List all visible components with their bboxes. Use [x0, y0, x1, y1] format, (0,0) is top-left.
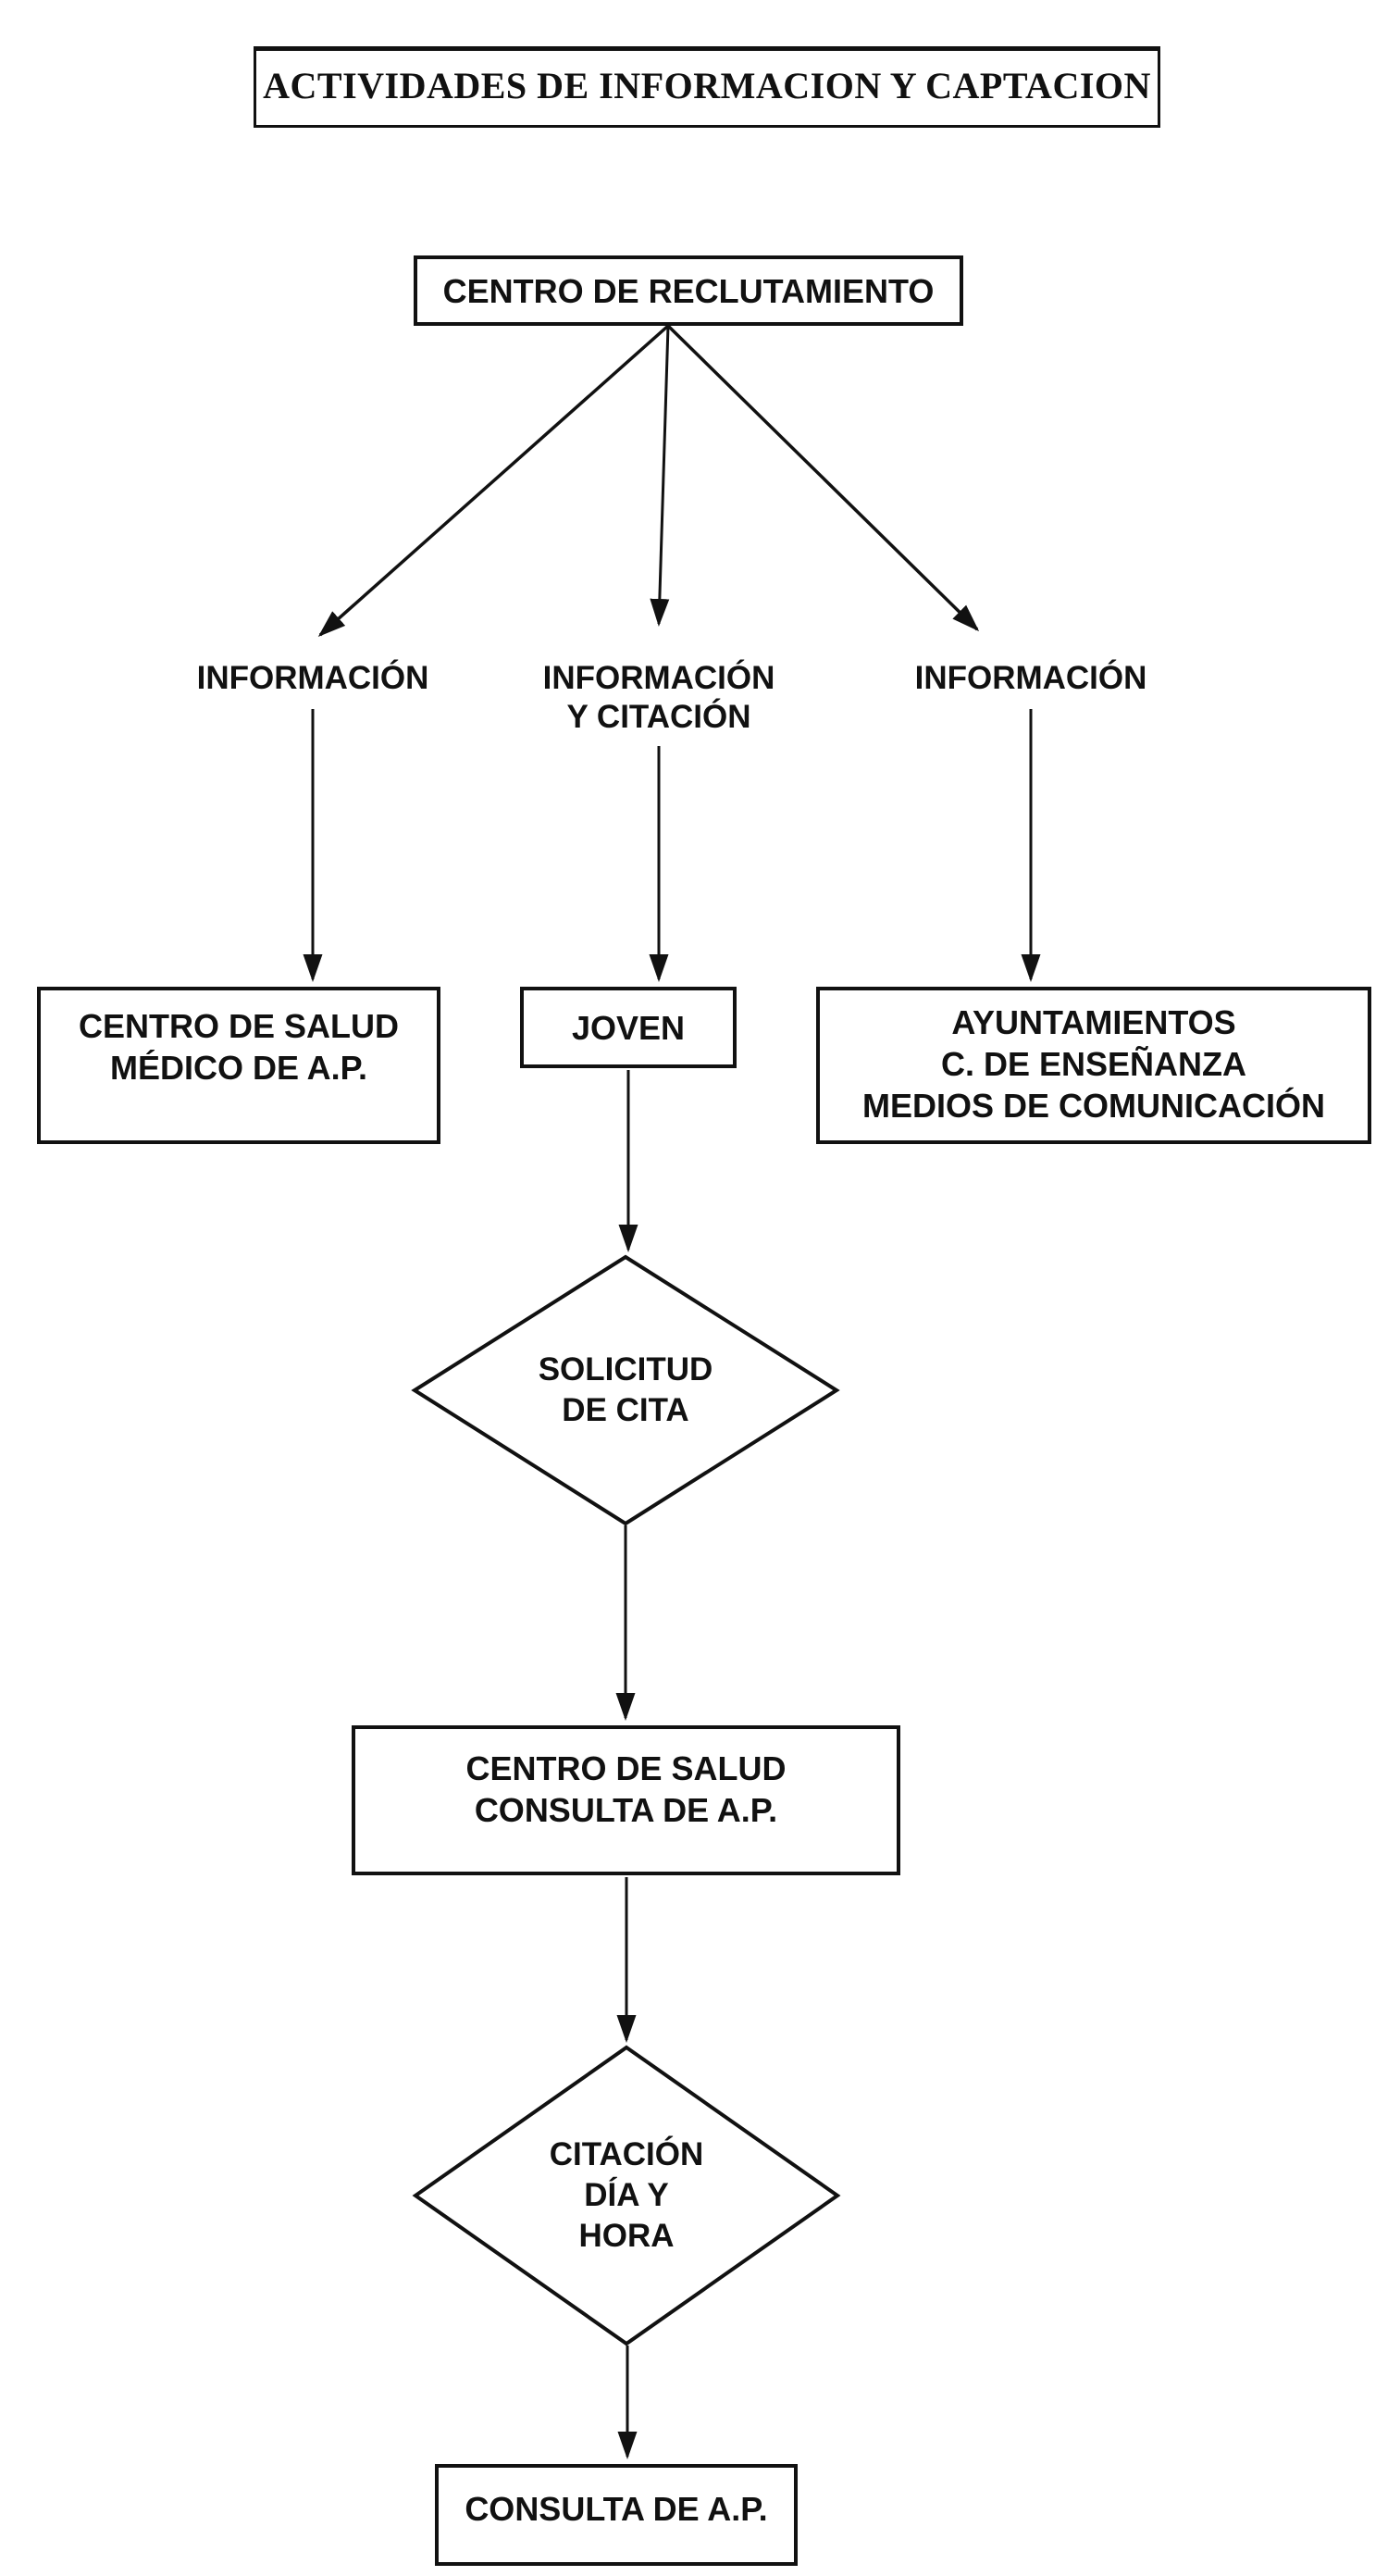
- label-text-line1: INFORMACIÓN: [542, 660, 775, 696]
- node-consulta-ap: CONSULTA DE A.P.: [435, 2464, 798, 2566]
- diamond-solicitud-de-cita: [411, 1254, 840, 1526]
- label-citacion-dia-hora: CITACIÓN DÍA Y HORA: [441, 2134, 812, 2257]
- label-informacion-left: INFORMACIÓN: [174, 659, 452, 698]
- node-label-line1: CENTRO DE SALUD: [465, 1749, 787, 1787]
- node-ayuntamientos: AYUNTAMIENTOS C. DE ENSEÑANZA MEDIOS DE …: [816, 987, 1371, 1144]
- node-label-line2: C. DE ENSEÑANZA: [940, 1045, 1247, 1083]
- diamond-label-line1: CITACIÓN: [549, 2136, 704, 2172]
- diamond-label-line2: DÍA Y: [584, 2177, 669, 2213]
- diagram-title: ACTIVIDADES DE INFORMACION Y CAPTACION: [263, 65, 1151, 106]
- label-solicitud-de-cita: SOLICITUD DE CITA: [440, 1350, 811, 1431]
- node-label-line2: CONSULTA DE A.P.: [474, 1791, 778, 1829]
- label-text-line2: Y CITACIÓN: [566, 699, 751, 735]
- diamond-label-line1: SOLICITUD: [538, 1351, 713, 1388]
- diamond-label-line3: HORA: [578, 2218, 675, 2254]
- node-joven: JOVEN: [520, 987, 737, 1068]
- arrow-recruitment-to-center-info: [650, 325, 670, 627]
- node-label-line1: AYUNTAMIENTOS: [951, 1003, 1236, 1041]
- node-label-line1: CENTRO DE SALUD: [78, 1007, 399, 1045]
- node-label-line3: MEDIOS DE COMUNICACIÓN: [861, 1087, 1325, 1125]
- label-text: INFORMACIÓN: [196, 660, 429, 696]
- label-informacion-y-citacion: INFORMACIÓN Y CITACIÓN: [520, 659, 798, 737]
- node-centro-salud-medico: CENTRO DE SALUD MÉDICO DE A.P.: [37, 987, 440, 1144]
- label-informacion-right: INFORMACIÓN: [892, 659, 1170, 698]
- node-label: CONSULTA DE A.P.: [465, 2490, 768, 2528]
- diagram-title-box: ACTIVIDADES DE INFORMACION Y CAPTACION: [254, 46, 1160, 128]
- label-text: INFORMACIÓN: [914, 660, 1147, 696]
- node-label-line2: MÉDICO DE A.P.: [109, 1049, 368, 1087]
- arrow-recruitment-to-left-info: [317, 324, 670, 637]
- diamond-citacion-dia-hora: [412, 2045, 841, 2346]
- node-centro-salud-consulta: CENTRO DE SALUD CONSULTA DE A.P.: [352, 1725, 900, 1875]
- node-label: CENTRO DE RECLUTAMIENTO: [442, 271, 935, 310]
- node-label: JOVEN: [571, 1008, 686, 1047]
- arrow-recruitment-to-right-info: [666, 324, 980, 632]
- node-centro-de-reclutamiento: CENTRO DE RECLUTAMIENTO: [414, 255, 963, 326]
- diamond-label-line2: DE CITA: [562, 1392, 689, 1428]
